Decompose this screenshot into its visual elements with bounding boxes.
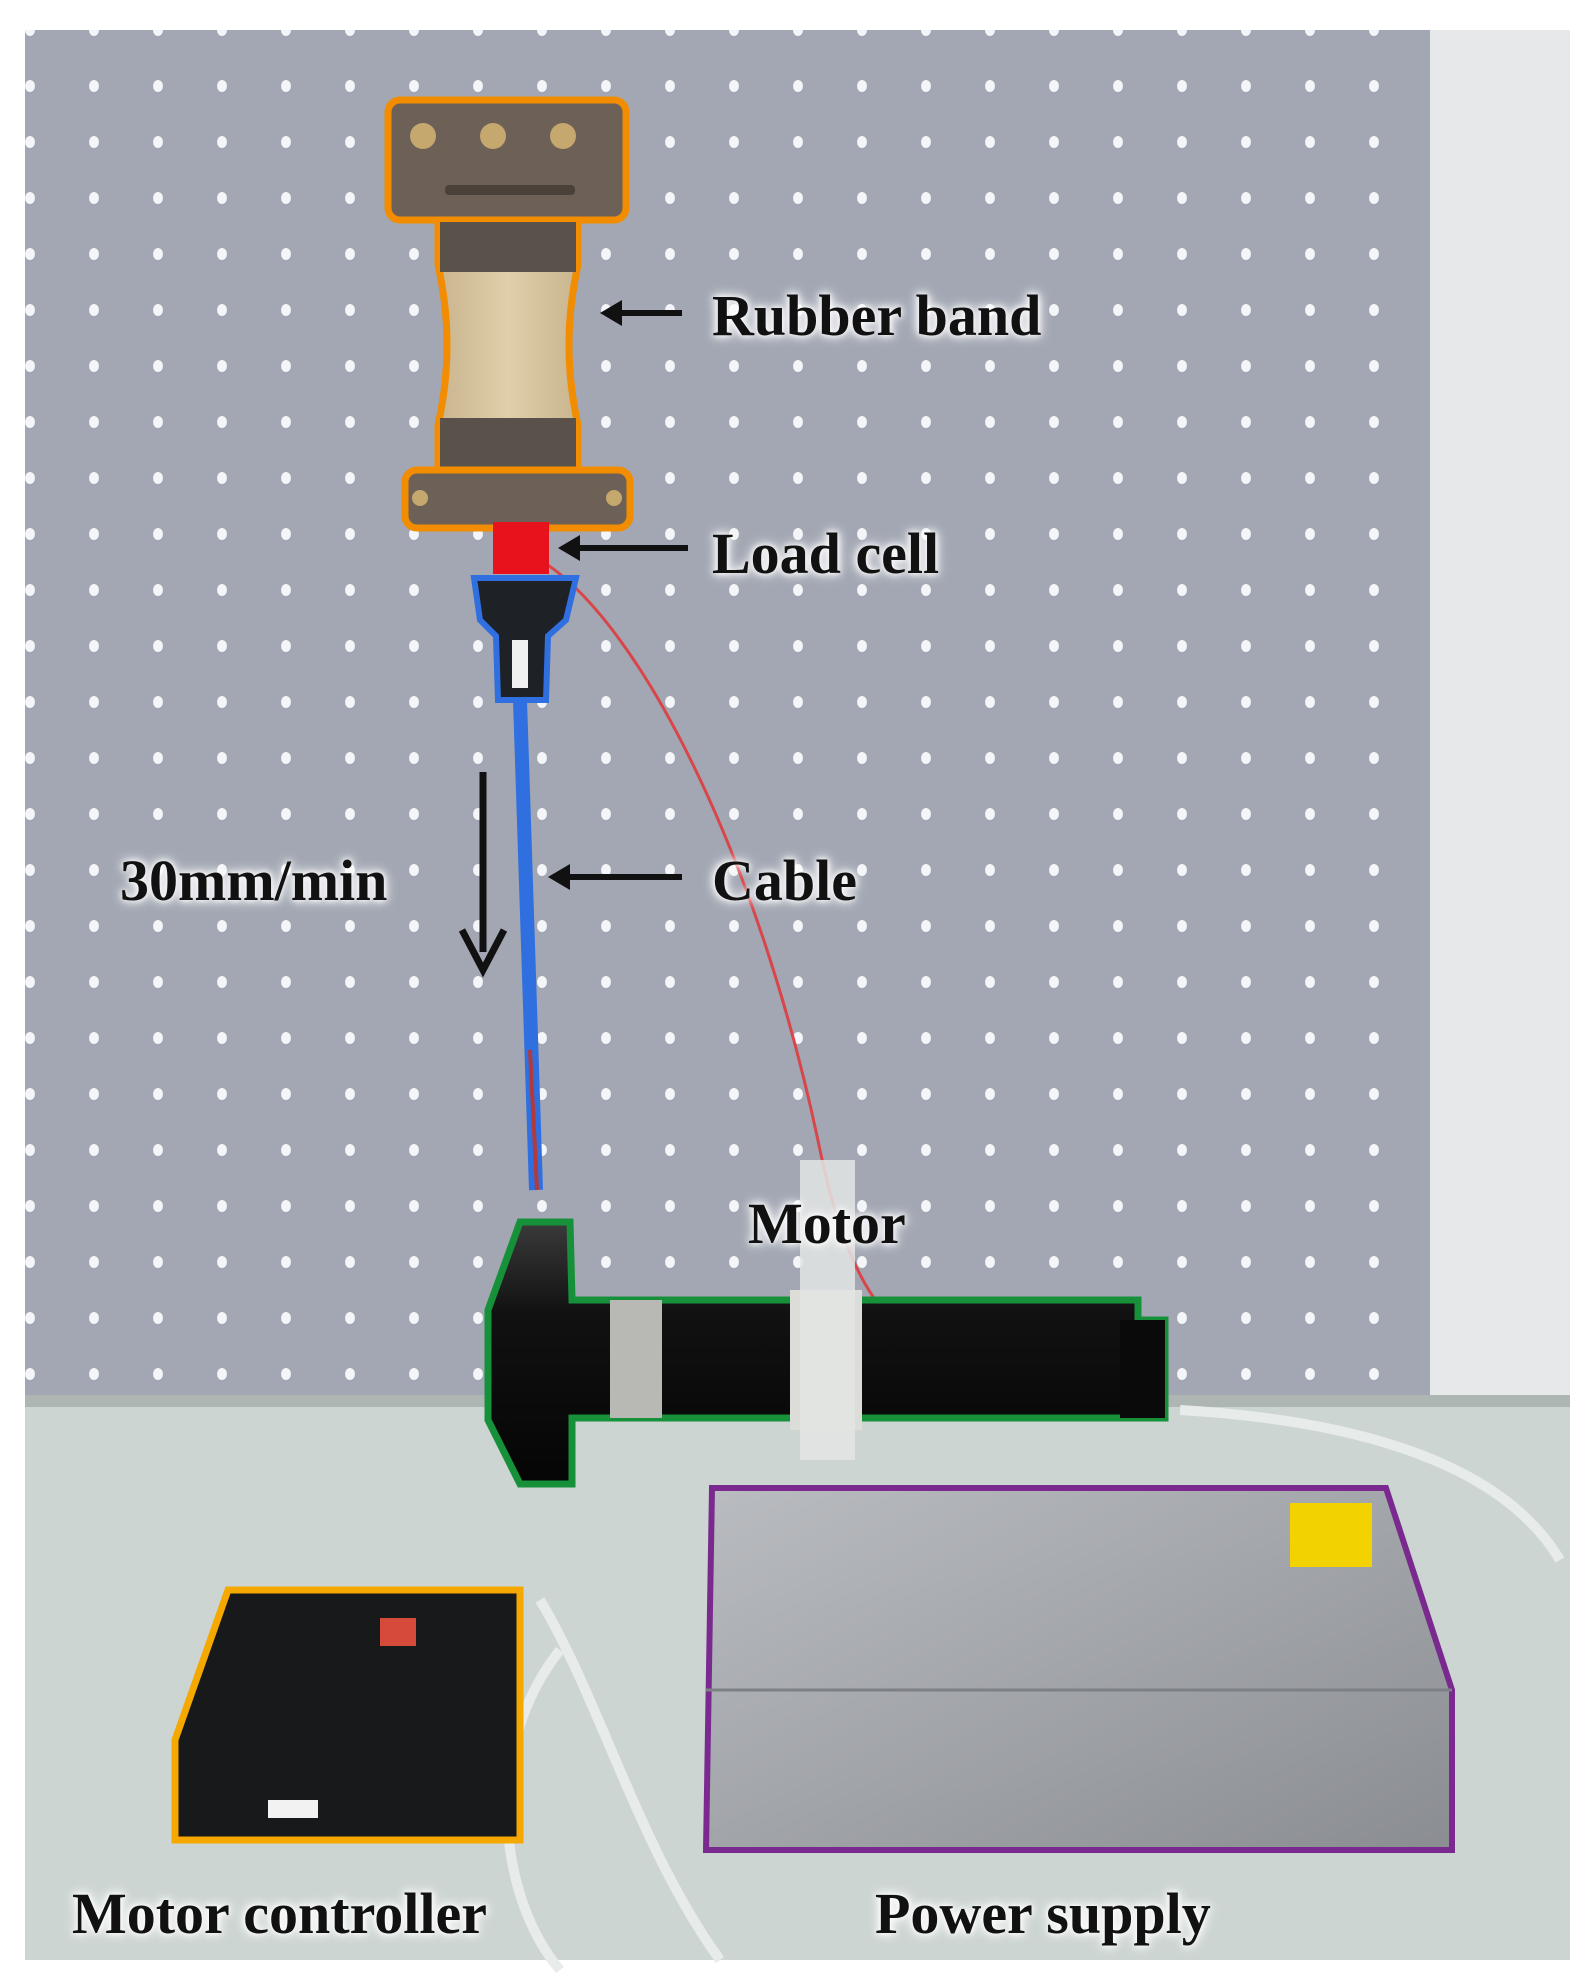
cable-clamp: [470, 575, 580, 703]
arrow-load-cell: [558, 535, 688, 561]
label-motor: Motor: [748, 1191, 906, 1256]
label-cable: Cable: [712, 848, 857, 913]
arrow-cable: [548, 864, 682, 890]
label-power-supply: Power supply: [875, 1881, 1211, 1946]
label-load-cell: Load cell: [712, 521, 940, 586]
arrow-rubber-band: [600, 300, 682, 326]
pegboard-holes: [25, 30, 1570, 1410]
motor: [484, 1160, 1169, 1488]
cable-inner: [528, 1049, 539, 1191]
power-supply: [702, 1485, 1455, 1853]
rubber-band-fixture: [384, 96, 634, 532]
label-rubber-band: Rubber band: [712, 283, 1042, 348]
motor-controller: [171, 1586, 524, 1844]
load-cell: [493, 522, 549, 574]
arrow-pull-direction: [458, 772, 508, 978]
label-speed: 30mm/min: [120, 848, 388, 913]
right-rack: [1430, 30, 1570, 1410]
label-motor-controller: Motor controller: [72, 1881, 487, 1946]
